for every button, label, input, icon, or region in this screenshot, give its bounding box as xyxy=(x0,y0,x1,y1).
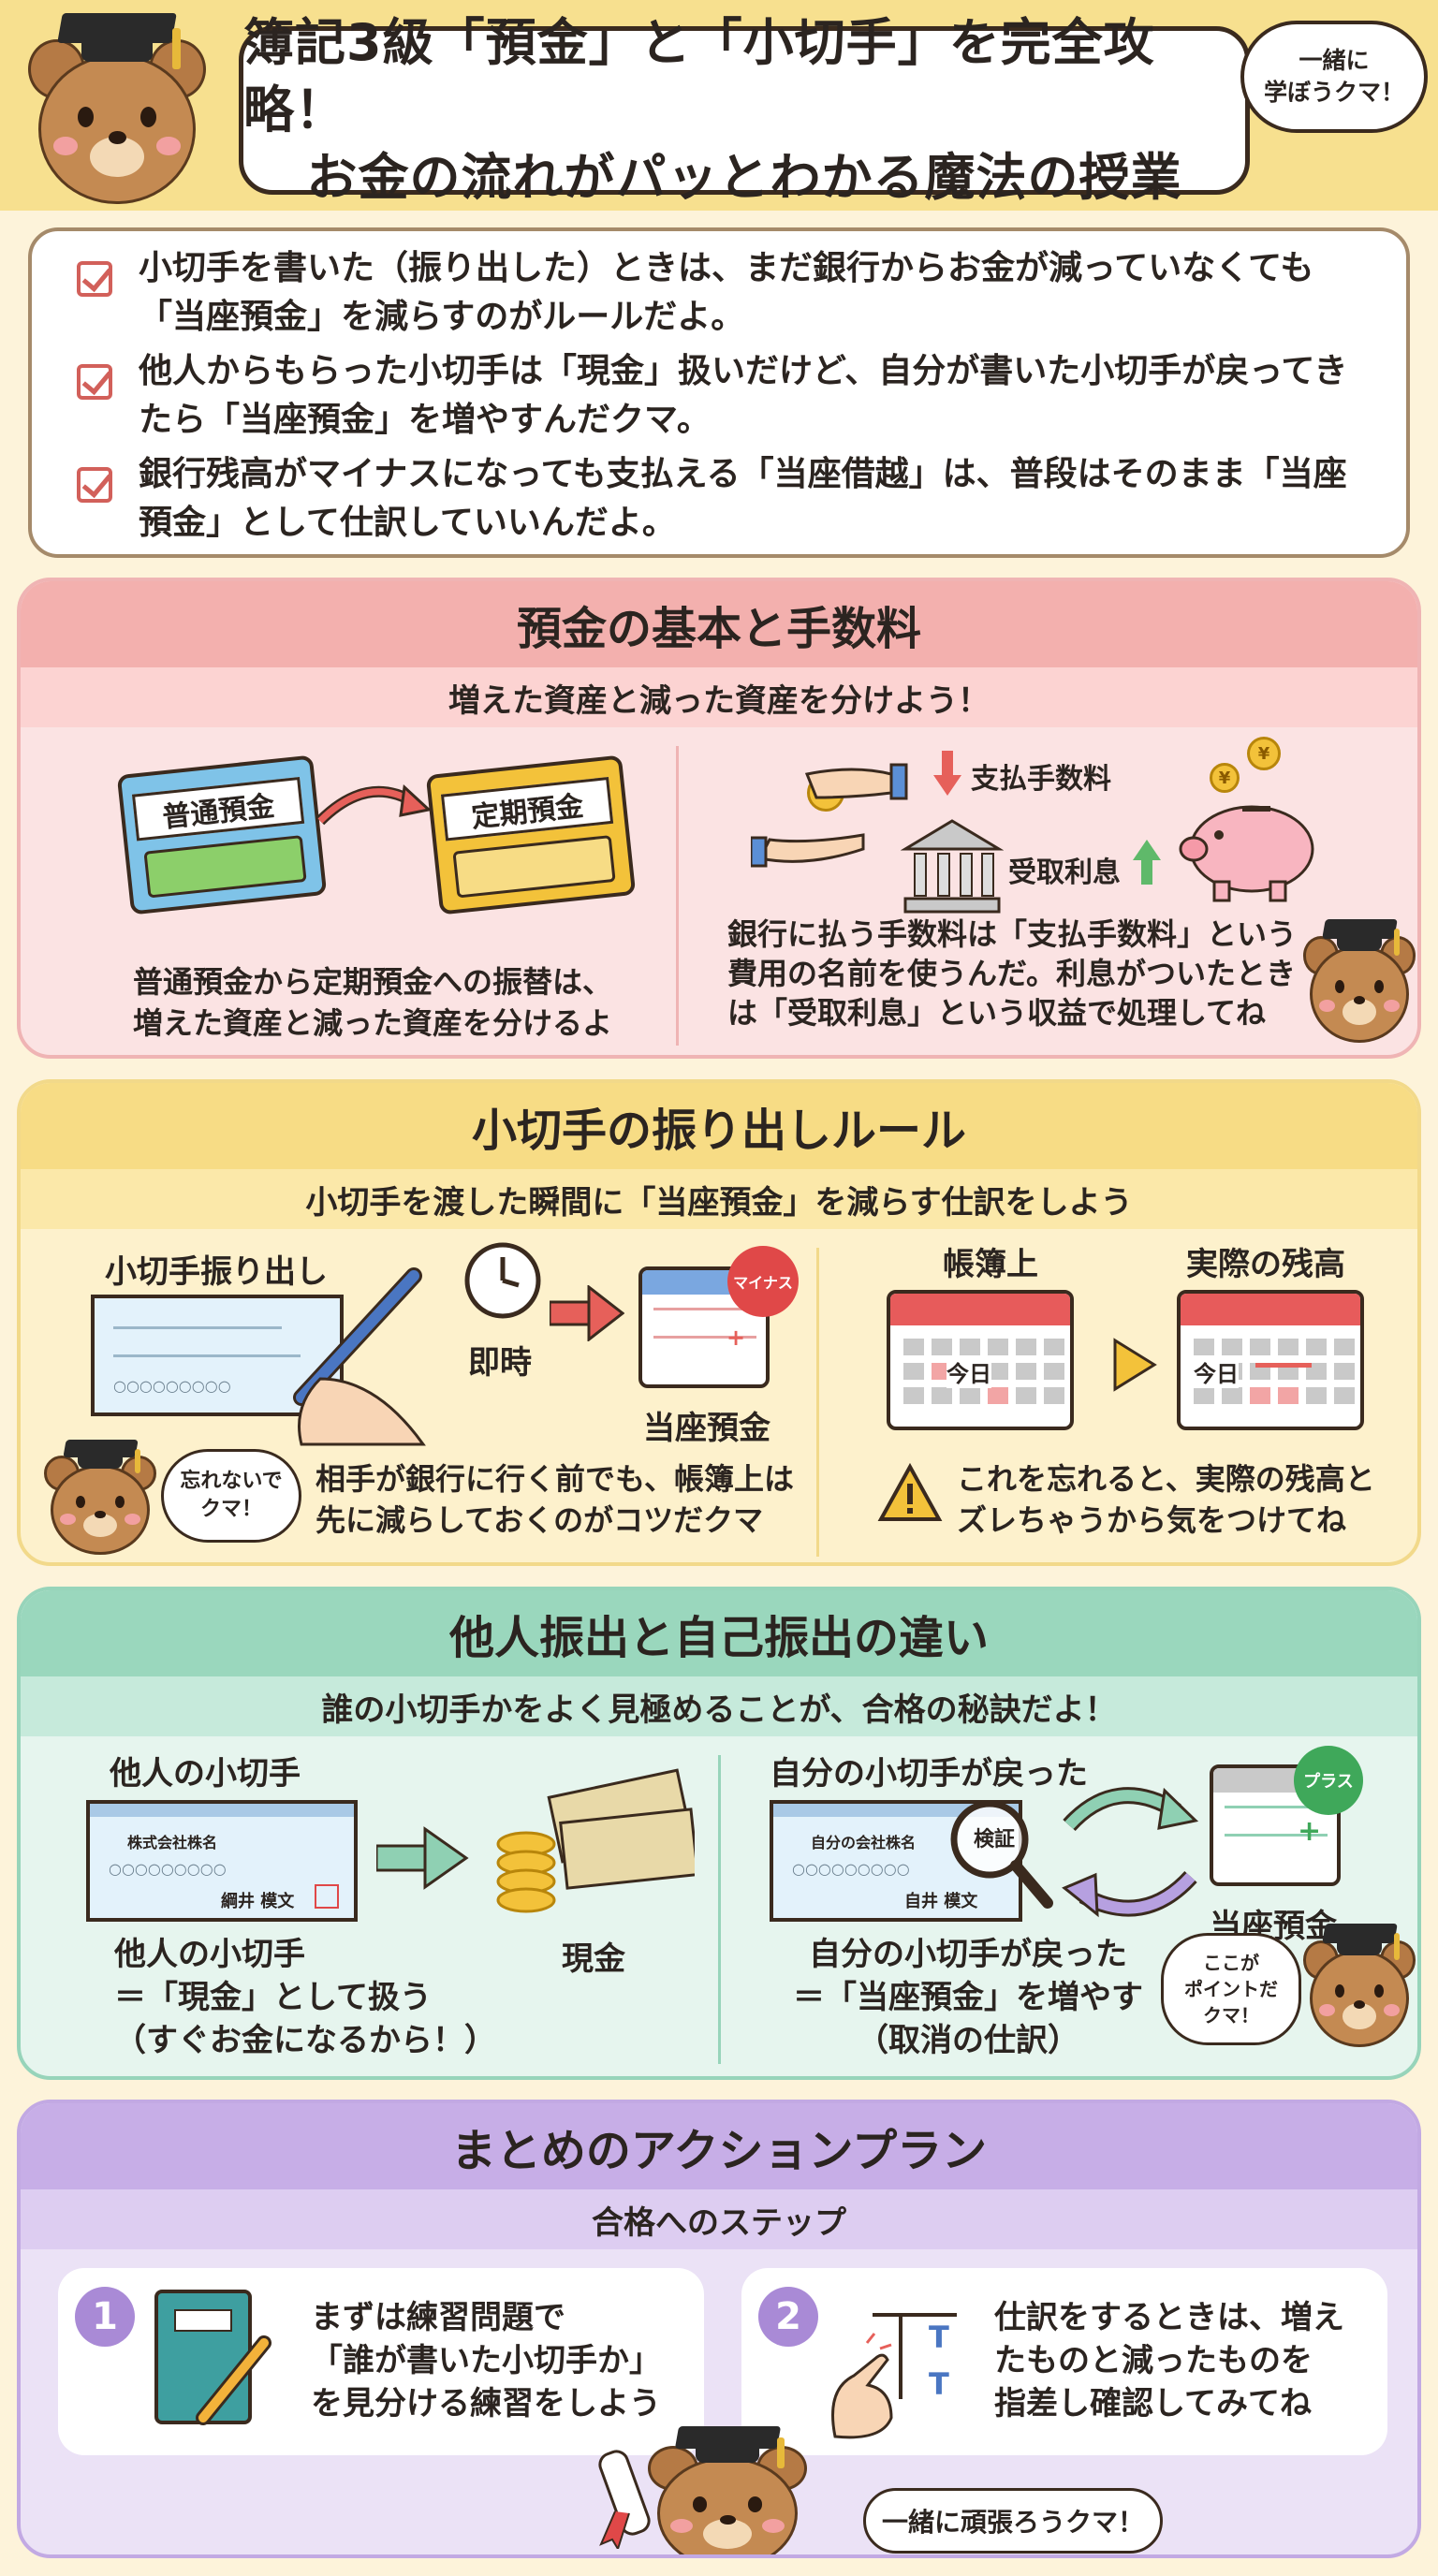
own-check-explanation: 自分の小切手が戻った＝「当座預金」を増やす（取消の仕訳） xyxy=(793,1936,1143,2059)
calendar-actual-icon: 今日 xyxy=(1177,1290,1364,1430)
pointing-hand-icon xyxy=(831,2313,957,2439)
section-title: まとめのアクションプラン xyxy=(21,2103,1417,2189)
checkbox-icon xyxy=(77,261,112,297)
section-title: 他人振出と自己振出の違い xyxy=(21,1590,1417,1676)
calendar-book-icon: 今日 xyxy=(887,1290,1074,1430)
section-subtitle: 誰の小切手かをよく見極めることが、合格の秘訣だよ！ xyxy=(21,1676,1417,1736)
divider xyxy=(816,1248,819,1557)
bear-mascot-footer xyxy=(648,2426,807,2554)
issue-explanation: 相手が銀行に行く前でも、帳簿上は先に減らしておくのがコツだクマ xyxy=(315,1461,795,1538)
section-subtitle: 増えた資産と減った資産を分けよう！ xyxy=(21,667,1417,727)
cash-money-icon xyxy=(496,1768,695,1913)
ledger-icon: + xyxy=(638,1266,770,1388)
passbook-ordinary-icon: 普通預金 xyxy=(116,754,328,915)
t-account-label: T xyxy=(929,2320,949,2355)
fee-label: 支払手数料 xyxy=(971,763,1111,796)
checklist-item: 銀行残高がマイナスになっても支払える「当座借越」は、普段はそのまま「当座預金」と… xyxy=(77,450,1387,548)
key-points-checklist: 小切手を書いた（振り出した）ときは、まだ銀行からお金が減っていなくても「当座預金… xyxy=(28,227,1410,558)
arrow-right-icon xyxy=(315,783,433,826)
account-label: 当座預金 xyxy=(643,1410,770,1447)
cycle-arrows-icon xyxy=(1062,1787,1199,1918)
speech-bubble-header: 一緒に 学ぼうクマ！ xyxy=(1240,21,1428,133)
others-check-icon: 株式会社株名 ○○○○○○○○○ 綱井 模文 xyxy=(86,1800,358,1922)
divider xyxy=(718,1755,721,2064)
warning-icon xyxy=(877,1463,943,1521)
notebook-pencil-icon xyxy=(154,2290,271,2425)
t-account-label: T xyxy=(929,2366,949,2402)
transfer-explanation: 普通預金から定期預金への振替は、増えた資産と減った資産を分けるよ xyxy=(133,964,613,1041)
section-subtitle: 合格へのステップ xyxy=(21,2189,1417,2249)
cash-label: 現金 xyxy=(562,1940,625,1978)
step1-text: まずは練習問題で「誰が書いた小切手か」を見分ける練習をしよう xyxy=(311,2299,661,2422)
speech-bubble-reminder: 忘れないでクマ！ xyxy=(161,1449,301,1543)
checkbox-icon xyxy=(77,364,112,400)
piggy-bank-icon xyxy=(1179,805,1314,902)
coin-icon: ¥ xyxy=(1210,763,1240,793)
speech-bubble-footer: 一緒に頑張ろうクマ！ xyxy=(863,2488,1163,2554)
others-check-label: 他人の小切手 xyxy=(110,1755,301,1793)
section-title: 小切手の振り出しルール xyxy=(21,1083,1417,1169)
page-title: 簿記3級「預金」と「小切手」を完全攻略！ お金の流れがパッとわかる魔法の授業 xyxy=(239,13,1250,207)
section-others-vs-own-check: 他人振出と自己振出の違い 誰の小切手かをよく見極めることが、合格の秘訣だよ！ 他… xyxy=(17,1587,1421,2080)
hand-coin-icon xyxy=(751,763,908,868)
section-action-plan: まとめのアクションプラン 合格へのステップ 1 まずは練習問題で「誰が書いた小切… xyxy=(17,2100,1421,2558)
passbook-fixed-icon: 定期預金 xyxy=(425,754,637,915)
step-number: 1 xyxy=(75,2287,135,2347)
step-card-2: 2 T T 仕訳をするときは、増えたものと減ったものを指差し確認してみてね xyxy=(741,2268,1387,2455)
section-subtitle: 小切手を渡した瞬間に「当座預金」を減らす仕訳をしよう xyxy=(21,1169,1417,1229)
bank-icon xyxy=(901,819,1004,914)
immediate-label: 即時 xyxy=(468,1344,532,1382)
coin-icon: ¥ xyxy=(1247,737,1281,770)
magnifier-icon xyxy=(950,1800,1053,1909)
step-card-1: 1 まずは練習問題で「誰が書いた小切手か」を見分ける練習をしよう xyxy=(58,2268,704,2455)
speech-bubble-point: ここがポイントだクマ！ xyxy=(1161,1933,1301,2045)
arrow-up-icon xyxy=(1133,840,1161,885)
step-number: 2 xyxy=(758,2287,818,2347)
actual-balance-label: 実際の残高 xyxy=(1186,1246,1345,1283)
minus-badge: マイナス xyxy=(727,1246,799,1317)
bubble-text-1: 一緒に xyxy=(1299,47,1370,74)
own-check-label: 自分の小切手が戻った xyxy=(770,1755,1088,1793)
step2-text: 仕訳をするときは、増えたものと減ったものを指差し確認してみてね xyxy=(994,2299,1344,2422)
others-check-explanation: 他人の小切手＝「現金」として扱う（すぐお金になるから！） xyxy=(114,1936,496,2059)
section-check-issue-rule: 小切手の振り出しルール 小切手を渡した瞬間に「当座預金」を減らす仕訳をしよう 小… xyxy=(17,1079,1421,1566)
bear-mascot-section2 xyxy=(44,1440,156,1557)
plus-badge: プラス xyxy=(1294,1746,1363,1815)
section-deposit-basics: 預金の基本と手数料 増えた資産と減った資産を分けよう！ 普通預金 定期預金 普通… xyxy=(17,578,1421,1059)
fee-interest-explanation: 銀行に払う手数料は「支払手数料」という費用の名前を使うんだ。利息がついたときは「… xyxy=(727,916,1298,1031)
checklist-item: 他人からもらった小切手は「現金」扱いだけど、自分が書いた小切手が戻ってきたら「当… xyxy=(77,347,1387,445)
check-issue-label: 小切手振り出し xyxy=(105,1253,328,1291)
divider xyxy=(676,746,679,1046)
interest-label: 受取利息 xyxy=(1008,856,1121,889)
bubble-text-2: 学ぼうクマ！ xyxy=(1263,79,1404,106)
arrow-right-icon xyxy=(1113,1338,1157,1392)
bear-mascot-section3 xyxy=(1303,1923,1416,2050)
diploma-icon xyxy=(598,2450,651,2549)
clock-icon xyxy=(464,1242,541,1319)
checkbox-icon xyxy=(77,467,112,503)
section-title: 預金の基本と手数料 xyxy=(21,581,1417,667)
bear-mascot-header xyxy=(28,13,206,208)
title-line-2: お金の流れがパッとわかる魔法の授業 xyxy=(306,148,1182,207)
book-label: 帳簿上 xyxy=(943,1246,1038,1283)
inspect-label: 検証 xyxy=(974,1828,1016,1852)
hand-pen-icon xyxy=(293,1267,426,1446)
arrow-right-icon xyxy=(550,1285,624,1341)
arrow-down-icon xyxy=(933,751,961,796)
bear-mascot-section1 xyxy=(1303,918,1416,1046)
warning-text: これを忘れると、実際の残高とズレちゃうから気をつけてね xyxy=(957,1461,1375,1538)
title-line-1: 簿記3級「預金」と「小切手」を完全攻略！ xyxy=(243,13,1155,139)
checklist-item: 小切手を書いた（振り出した）ときは、まだ銀行からお金が減っていなくても「当座預金… xyxy=(77,244,1387,342)
arrow-right-icon xyxy=(376,1826,469,1890)
